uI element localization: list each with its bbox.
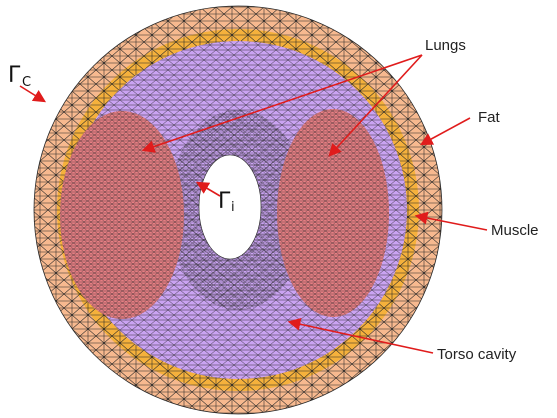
right-lung-mesh: [277, 109, 389, 317]
arrow-fat: [422, 118, 470, 144]
label-gamma-c-subscript: C: [22, 75, 31, 90]
label-gamma-c: Γ: [8, 63, 21, 88]
label-muscle: Muscle: [491, 222, 539, 239]
label-fat: Fat: [478, 109, 501, 126]
label-gamma-i-subscript: i: [231, 200, 235, 215]
label-torso-cavity: Torso cavity: [437, 346, 517, 363]
label-lungs: Lungs: [425, 37, 466, 54]
label-gamma-i: Γ: [218, 189, 231, 214]
